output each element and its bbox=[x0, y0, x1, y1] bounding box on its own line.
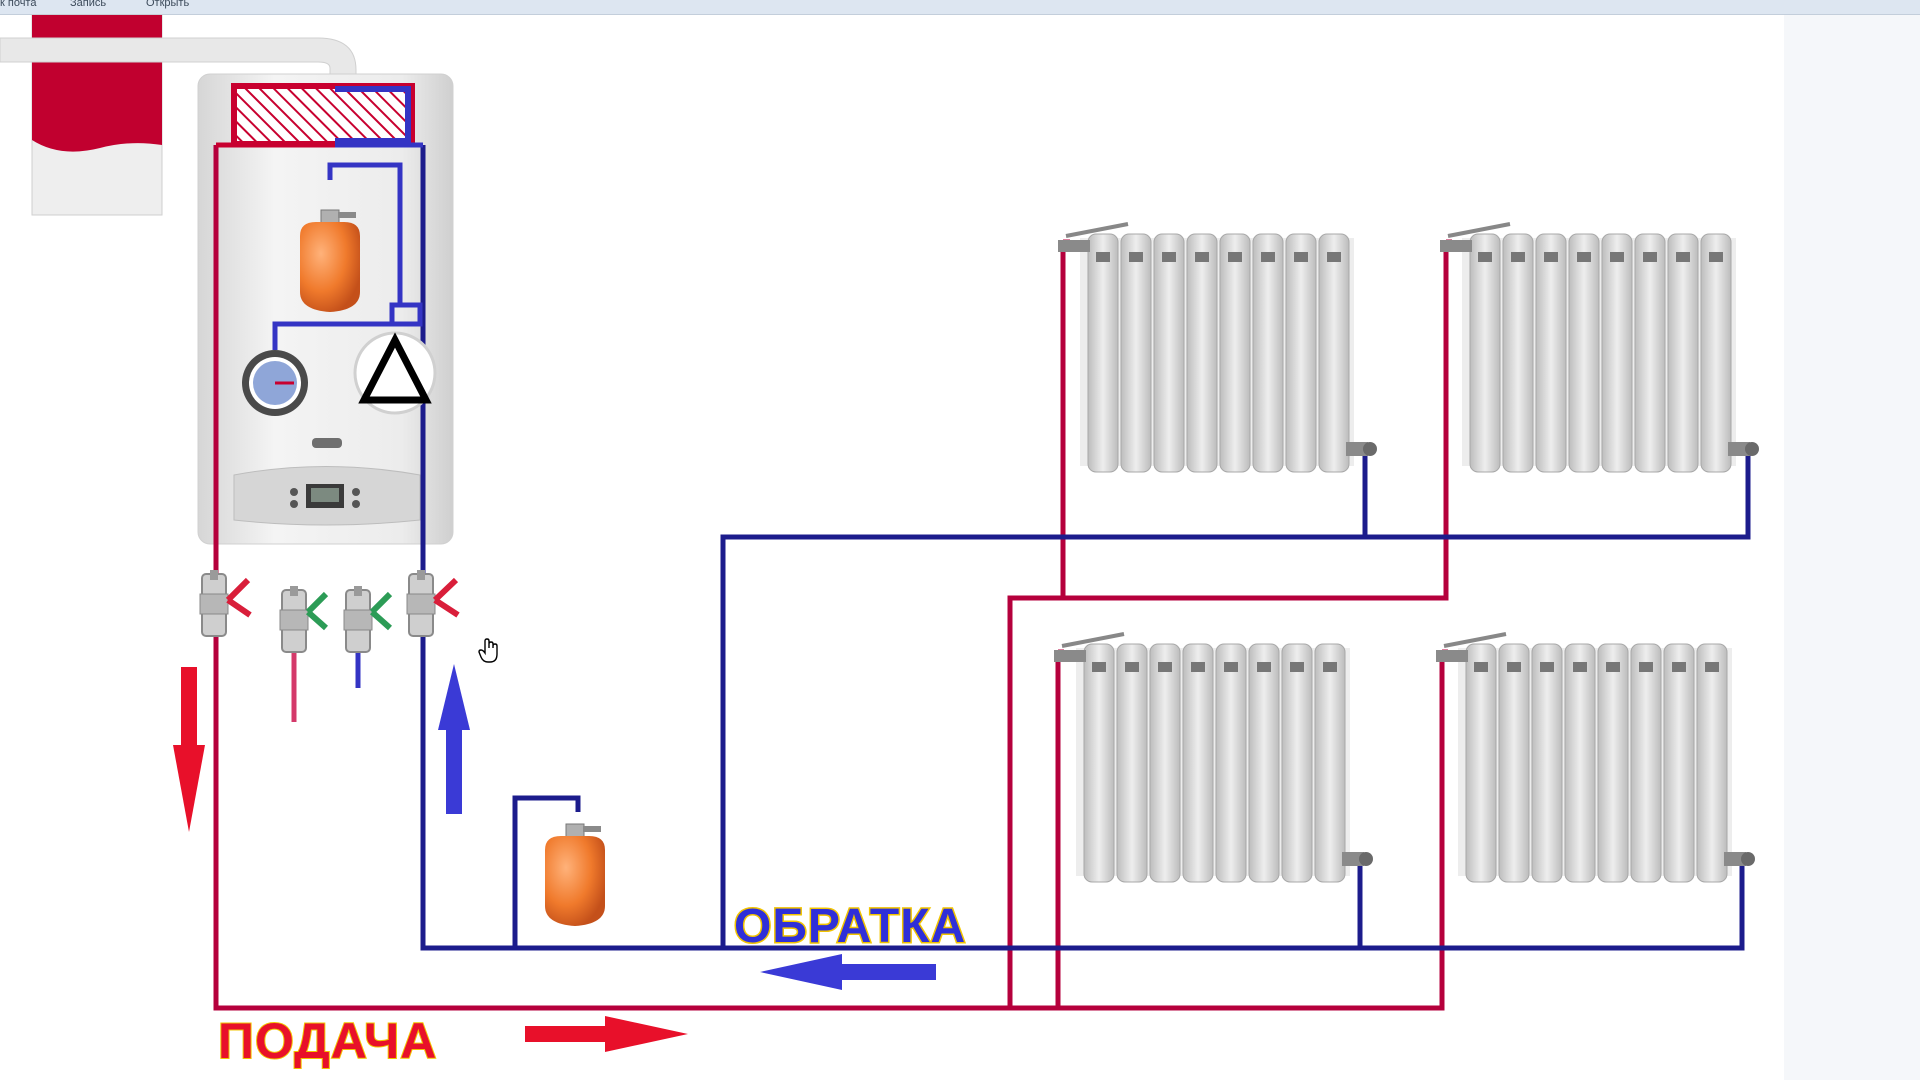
chimney-flue bbox=[0, 14, 357, 216]
right-side-panel bbox=[1784, 15, 1920, 1080]
ball-valve-icon-supply[interactable] bbox=[199, 569, 252, 637]
return-pipe-main bbox=[420, 145, 1745, 951]
radiator-top-left bbox=[1056, 222, 1379, 474]
menu-item-record[interactable]: Запись bbox=[70, 0, 107, 9]
supply-right-arrow bbox=[525, 1016, 688, 1052]
supply-riser-secondary bbox=[1007, 242, 1449, 1008]
radiator-bottom-left bbox=[1052, 632, 1375, 884]
menu-item-mail[interactable]: к почта bbox=[0, 0, 37, 9]
supply-label: ПОДАЧА bbox=[218, 1013, 437, 1069]
menu-item-open[interactable]: Открыть bbox=[146, 0, 190, 9]
return-label: ОБРАТКА bbox=[734, 900, 966, 953]
pressure-gauge-icon bbox=[242, 350, 308, 416]
return-pipe-upper bbox=[720, 460, 1751, 948]
return-left-arrow bbox=[760, 954, 936, 990]
hand-cursor-icon bbox=[478, 638, 498, 663]
expansion-tank-icon-external bbox=[544, 823, 606, 927]
ball-valve-icon-hot-water[interactable] bbox=[279, 585, 329, 653]
window-top-bar: к почта Запись Открыть bbox=[0, 0, 1920, 15]
radiator-bottom-right bbox=[1434, 632, 1757, 884]
radiator-top-right bbox=[1438, 222, 1761, 474]
pump-triangle-icon[interactable] bbox=[353, 331, 437, 415]
ball-valve-icon-return[interactable] bbox=[406, 569, 460, 637]
ball-valve-icon-cold-water[interactable] bbox=[343, 585, 393, 653]
return-up-arrow bbox=[438, 664, 470, 814]
expansion-tank-loop bbox=[512, 795, 581, 948]
supply-down-arrow bbox=[173, 667, 205, 832]
expansion-tank-icon bbox=[299, 209, 361, 313]
